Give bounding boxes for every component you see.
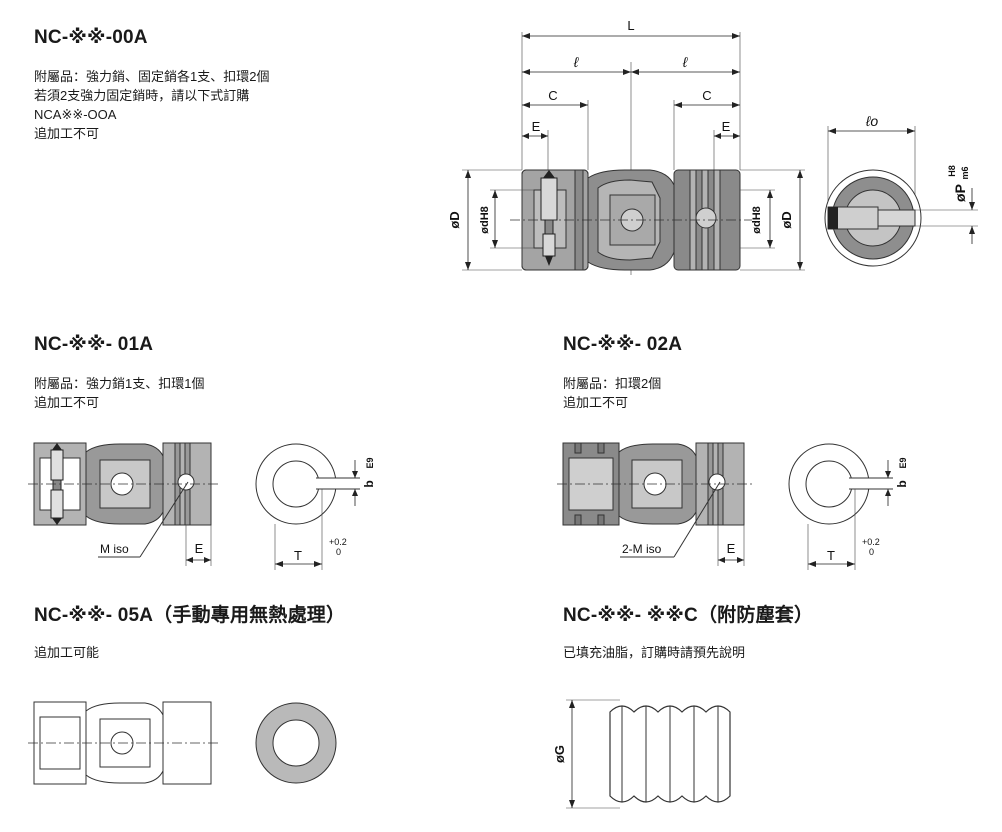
desc-01a-line1: 附屬品：強力銷1支、扣環1個 [34,376,205,391]
dim-C1: C [548,88,557,103]
desc-00a: 附屬品：強力銷、固定銷各1支、扣環2個 若須2支強力固定銷時，請以下式訂購 NC… [34,67,269,143]
title-05a: NC-※※- 05A（手動專用無熱處理） [34,605,346,626]
dim-T-02a: T [827,548,835,563]
tol-up-02a: +0.2 [862,537,880,547]
dim-G: øG [552,745,567,763]
desc-02a: 附屬品：扣環2個 追加工不可 [563,374,661,412]
dim-C2: C [702,88,711,103]
desc-c-line1: 已填充油脂，訂購時請預先說明 [563,645,746,660]
dim-P: øP [952,184,968,202]
dim-b-02a: b [895,480,909,487]
dim-b-01a: b [362,480,376,487]
desc-02a-line2: 追加工不可 [563,395,629,410]
tol-up-01a: +0.2 [329,537,347,547]
dim-P-sup: H8 [947,165,957,177]
tol-low-01a: 0 [336,547,341,557]
desc-05a-line1: 追加工可能 [34,645,100,660]
dim-E9-02a: E9 [898,457,908,468]
desc-c: 已填充油脂，訂購時請預先說明 [563,643,745,662]
dim-E-02a: E [727,541,736,556]
desc-02a-line1: 附屬品：扣環2個 [563,376,662,391]
dim-E2: E [722,119,731,134]
desc-01a-line2: 追加工不可 [34,395,100,410]
label-2m-iso: 2-M iso [622,542,662,556]
dim-P-sub: m6 [960,166,970,179]
desc-00a-line1: 附屬品：強力銷、固定銷各1支、扣環2個 [34,69,270,84]
tol-low-02a: 0 [869,547,874,557]
title-02a: NC-※※- 02A [563,334,683,355]
dim-l2: ℓ [682,54,688,70]
dim-E1: E [532,119,541,134]
dim-E9-01a: E9 [365,457,375,468]
label-m-iso: M iso [100,542,129,556]
dim-D1: øD [447,211,462,228]
desc-01a: 附屬品：強力銷1支、扣環1個 追加工不可 [34,374,204,412]
desc-00a-line2: 若須2支強力固定銷時，請以下式訂購 [34,88,250,103]
desc-00a-line3: NCA※※-OOA [34,107,117,122]
title-00a: NC-※※-00A [34,27,148,48]
title-01a: NC-※※- 01A [34,334,154,355]
dim-l1: ℓ [573,54,579,70]
dim-L: L [627,18,634,33]
desc-05a: 追加工可能 [34,643,99,662]
dim-D2: øD [779,211,794,228]
dim-E-01a: E [195,541,204,556]
dim-lo: ℓo [865,113,879,129]
dim-d1: ødH8 [479,206,491,234]
dim-d2: ødH8 [751,206,763,234]
desc-00a-line4: 追加工不可 [34,126,100,141]
title-c: NC-※※- ※※C（附防塵套） [563,605,814,626]
dim-T-01a: T [294,548,302,563]
